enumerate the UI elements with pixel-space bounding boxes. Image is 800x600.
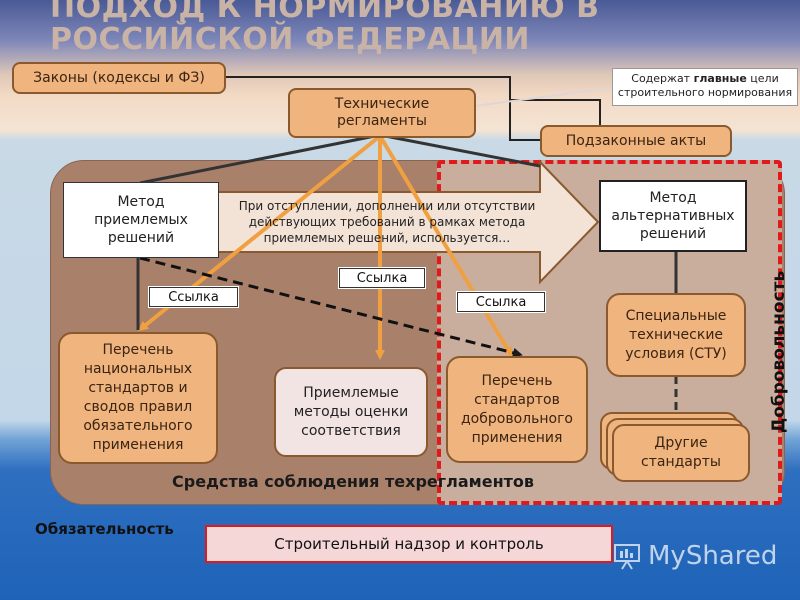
link-label-3: Ссылка xyxy=(457,292,545,312)
mandatory-label: Обязательность xyxy=(35,520,174,538)
callout-text-before: Содержат xyxy=(631,72,694,85)
arrow-text: При отступлении, дополнении или отсутств… xyxy=(238,199,536,245)
method-alternative-box: Метод альтернативных решений xyxy=(599,180,747,252)
page-title: ПОДХОД К НОРМИРОВАНИЮ В РОССИЙСКОЙ ФЕДЕР… xyxy=(50,0,600,57)
laws-box: Законы (кодексы и ФЗ) xyxy=(12,62,226,94)
tech-regulations-box: Технические регламенты xyxy=(288,88,476,138)
link-label-1: Ссылка xyxy=(149,287,238,307)
callout-box: Содержат главные цели строительного норм… xyxy=(612,68,798,106)
callout-text-after: цели строительного нормирования xyxy=(617,72,793,99)
link-label-2: Ссылка xyxy=(339,268,425,288)
means-label: Средства соблюдения техрегламентов xyxy=(172,472,535,491)
national-standards-box: Перечень национальных стандартов и сводо… xyxy=(58,332,218,464)
conformity-methods-box: Приемлемые методы оценки соответствия xyxy=(274,367,428,457)
voluntary-standards-box: Перечень стандартов добровольного примен… xyxy=(446,356,588,463)
method-accepted-box: Метод приемлемых решений xyxy=(63,182,219,258)
watermark-text: MyShared xyxy=(648,541,778,571)
callout-text-bold: главные xyxy=(693,72,747,85)
voluntary-label: Добровольность xyxy=(769,270,789,433)
presentation-icon xyxy=(614,544,640,570)
supervision-box: Строительный надзор и контроль xyxy=(205,525,613,563)
watermark: MyShared xyxy=(612,538,792,574)
bylaws-box: Подзаконные акты xyxy=(540,125,732,157)
other-standards-box: Другие стандарты xyxy=(612,424,750,482)
stu-box: Специальные технические условия (СТУ) xyxy=(606,293,746,377)
